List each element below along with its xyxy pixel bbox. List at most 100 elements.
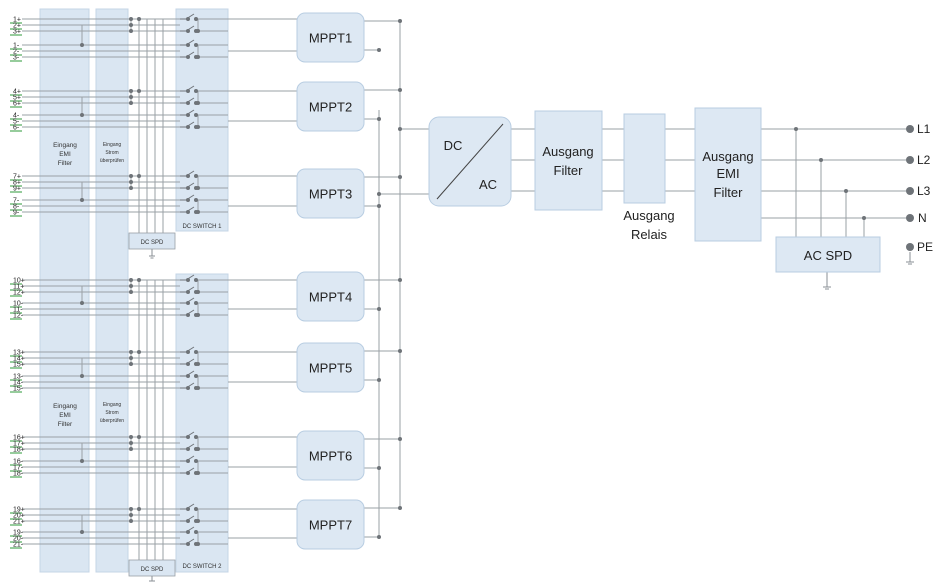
output-relay — [623, 113, 666, 204]
switch-contact-dot — [186, 386, 190, 390]
plus-merge-dot — [129, 507, 133, 511]
dc-spd-top-label: DC SPD — [141, 240, 164, 246]
switch-contact-dot — [196, 471, 200, 475]
plus-tap-dot — [137, 89, 141, 93]
input-terminal-label: 8- — [13, 204, 20, 211]
input-terminal-label: 4+ — [13, 89, 21, 96]
input-terminal-label: 6- — [13, 125, 20, 132]
plus-merge-dot — [129, 513, 133, 517]
wires-layer — [22, 18, 906, 560]
current-check-bottom-line2: Strom — [105, 410, 118, 416]
switch-contact-dot — [186, 278, 190, 282]
switch-contact-dot — [196, 313, 200, 317]
mppt-block — [296, 342, 365, 393]
input-terminal-label: 15- — [13, 386, 24, 393]
switch-contact-dot — [186, 530, 190, 534]
switch-contact-dot — [196, 386, 200, 390]
switch-contact-dot — [186, 89, 190, 93]
bus-dot — [398, 506, 402, 510]
plus-merge-dot — [129, 180, 133, 184]
plus-merge-dot — [129, 89, 133, 93]
mppt-label: MPPT2 — [309, 100, 352, 115]
input-terminal-label: 11- — [13, 307, 23, 314]
input-terminal-label: 8+ — [13, 180, 21, 187]
mppt-block — [296, 12, 365, 63]
switch-contact-dot — [186, 125, 190, 129]
input-terminal-label: 10+ — [13, 278, 25, 285]
input-terminal-label: 18- — [13, 471, 24, 478]
input-terminal-label: 20- — [13, 536, 24, 543]
spd-tap-dot — [844, 189, 848, 193]
plus-merge-dot — [129, 441, 133, 445]
current-check-top-line2: Strom — [105, 150, 118, 156]
output-l1-dot — [906, 125, 914, 133]
switch-contact-dot — [196, 542, 200, 546]
switch-contact-dot — [194, 350, 198, 354]
switch-contact-dot — [186, 101, 190, 105]
switch-contact-dot — [196, 290, 200, 294]
output-n-label: N — [918, 211, 927, 225]
switch-contact-dot — [196, 55, 200, 59]
switch-contact-dot — [194, 435, 198, 439]
bus-dot — [377, 307, 381, 311]
plus-merge-dot — [129, 101, 133, 105]
ground-symbols — [149, 249, 914, 582]
input-terminal-label: 11+ — [13, 284, 24, 291]
dc-spd-bottom-label: DC SPD — [141, 567, 164, 573]
switch-contact-dot — [186, 174, 190, 178]
input-terminal-label: 6+ — [13, 101, 21, 108]
output-emi-filter-block: Ausgang EMI Filter — [694, 107, 762, 242]
input-terminal-label: 7- — [13, 198, 20, 205]
plus-tap-dot — [137, 278, 141, 282]
switch-contact-dot — [186, 362, 190, 366]
mppt-label: MPPT1 — [309, 31, 352, 46]
switch-contact-dot — [186, 542, 190, 546]
switch-contact-dot — [186, 29, 190, 33]
emi-filter-top-line3: Filter — [58, 160, 73, 167]
switch-contact-dot — [186, 113, 190, 117]
mppt-label: MPPT4 — [309, 290, 352, 305]
dc-switch-1-panel — [175, 8, 229, 232]
switch-contact-dot — [186, 198, 190, 202]
switch-contact-dot — [194, 43, 198, 47]
input-terminal-label: 18+ — [13, 447, 25, 454]
plus-tap-dot — [137, 17, 141, 21]
inverter-ac-label: AC — [479, 177, 497, 192]
minus-filter-dot — [80, 198, 84, 202]
output-emi-filter — [694, 107, 762, 242]
mppt-block — [296, 499, 365, 550]
input-terminal-label: 17- — [13, 465, 24, 472]
output-n-dot — [906, 214, 914, 222]
switch-contact-dot — [186, 507, 190, 511]
plus-merge-dot — [129, 174, 133, 178]
plus-merge-dot — [129, 284, 133, 288]
plus-merge-dot — [129, 95, 133, 99]
output-l3-dot — [906, 187, 914, 195]
switch-contact-dot — [186, 350, 190, 354]
plus-merge-dot — [129, 29, 133, 33]
output-pe-label: PE — [917, 240, 933, 254]
current-check-top-label: Eingang Strom überprüfen — [100, 142, 124, 164]
switch-contact-dot — [194, 17, 198, 21]
junction-dots-layer — [80, 17, 866, 546]
switch-contact-dot — [186, 43, 190, 47]
input-terminal-label: 10- — [13, 301, 24, 308]
inverter-diagonal — [436, 123, 504, 200]
switch-contact-dot — [194, 174, 198, 178]
input-terminal-label: 16- — [13, 459, 24, 466]
bus-dot — [377, 378, 381, 382]
switch-contact-dot — [186, 471, 190, 475]
output-pe-dot — [906, 243, 914, 251]
switch-contact-dot — [194, 459, 198, 463]
input-terminal-label: 3- — [13, 55, 20, 62]
ac-spd-block: AC SPD — [775, 236, 881, 273]
input-terminal-label: 20+ — [13, 513, 25, 520]
dc-switch-1-label: DC SWITCH 1 — [183, 224, 223, 230]
minus-filter-dot — [80, 43, 84, 47]
ac-spd-label: AC SPD — [804, 248, 852, 263]
bus-dot — [398, 175, 402, 179]
output-relay-line1: Ausgang — [623, 208, 674, 223]
input-terminal-label: 14+ — [13, 356, 25, 363]
switch-contact-dot — [186, 186, 190, 190]
input-terminal-label: 2+ — [13, 23, 21, 30]
